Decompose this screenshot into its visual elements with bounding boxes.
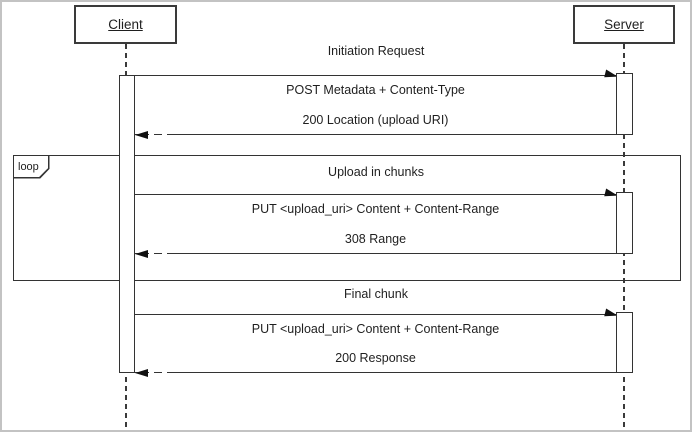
message-box-chunk-upload: PUT <upload_uri> Content + Content-Range… [135, 188, 619, 258]
return-line-gap [149, 372, 154, 374]
response-arrowhead-icon [135, 369, 148, 377]
actor-label-server: Server [604, 17, 644, 32]
interaction-title-initiation: Initiation Request [327, 44, 425, 58]
response-label: 200 Location (upload URI) [302, 113, 449, 127]
client-activation [119, 75, 135, 373]
response-label: 200 Response [335, 351, 416, 365]
response-arrowhead-icon [135, 250, 148, 258]
request-label: PUT <upload_uri> Content + Content-Range [251, 202, 500, 216]
request-label: POST Metadata + Content-Type [286, 83, 465, 97]
return-line-gap [149, 253, 154, 255]
server-activation-3 [616, 312, 633, 373]
interaction-title-final-chunk: Final chunk [344, 287, 408, 301]
return-line-gap [162, 134, 167, 136]
actor-box-client: Client [74, 5, 177, 44]
response-arrowhead-icon [135, 131, 148, 139]
return-line-gap [162, 372, 167, 374]
loop-fragment: loop [12, 154, 681, 281]
server-activation-2 [616, 192, 633, 254]
server-activation-1 [616, 73, 633, 135]
return-line-gap [149, 134, 154, 136]
actor-box-server: Server [573, 5, 675, 44]
response-label: 308 Range [344, 232, 407, 246]
actor-label-client: Client [108, 17, 143, 32]
message-box-final-chunk: PUT <upload_uri> Content + Content-Range… [135, 308, 619, 377]
return-line-gap [162, 253, 167, 255]
request-label: PUT <upload_uri> Content + Content-Range [251, 322, 500, 336]
loop-pentagon-icon: loop [12, 154, 50, 179]
interaction-title-upload-chunks: Upload in chunks [328, 165, 424, 179]
loop-label: loop [14, 156, 48, 177]
message-box-initiation: POST Metadata + Content-Type 200 Locatio… [135, 69, 619, 139]
